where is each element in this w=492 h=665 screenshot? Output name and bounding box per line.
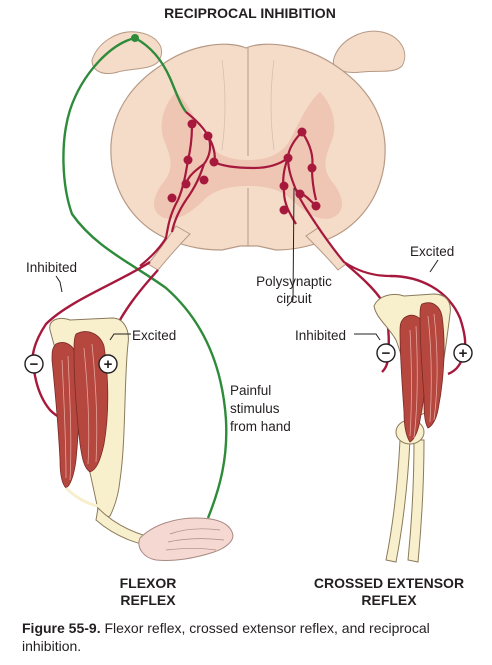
crossed-extensor-title-1: CROSSED EXTENSOR xyxy=(314,575,464,591)
plus-symbol: + xyxy=(104,356,113,373)
interneuron xyxy=(209,157,219,167)
crossed-extensor-title-2: REFLEX xyxy=(361,592,417,608)
interneuron xyxy=(279,205,289,215)
interneurons-left xyxy=(167,119,219,203)
right-arm xyxy=(373,293,451,563)
flexor-reflex-title-2: REFLEX xyxy=(120,592,176,608)
sensory-nerve xyxy=(62,34,228,519)
flexor-reflex-title-1: FLEXOR xyxy=(120,575,177,591)
right-muscle-excited xyxy=(419,302,445,429)
interneuron xyxy=(181,179,191,189)
figure-label: Figure 55-9. xyxy=(22,620,101,636)
interneuron xyxy=(307,163,317,173)
interneurons-right xyxy=(279,127,321,215)
label-stimulus-2: stimulus xyxy=(230,401,280,416)
label-circuit: circuit xyxy=(276,291,312,306)
label-inhibited-left: Inhibited xyxy=(26,260,77,275)
interneuron xyxy=(283,153,293,163)
minus-symbol: − xyxy=(30,356,39,373)
interneuron xyxy=(295,189,305,199)
interneuron xyxy=(203,131,213,141)
minus-sign-right: − xyxy=(376,343,396,363)
interneuron xyxy=(279,181,289,191)
plus-sign-left: + xyxy=(98,354,118,374)
minus-symbol: − xyxy=(382,345,391,362)
caption-text: Flexor reflex, crossed extensor reflex, … xyxy=(22,620,430,654)
plus-symbol: + xyxy=(459,345,468,362)
label-polysynaptic: Polysynaptic xyxy=(256,274,332,289)
label-stimulus-1: Painful xyxy=(230,383,271,398)
spinal-cord xyxy=(91,30,406,271)
label-excited-right: Excited xyxy=(410,244,454,259)
label-excited-left: Excited xyxy=(132,328,176,343)
diagram-title: RECIPROCAL INHIBITION xyxy=(164,5,336,21)
interneuron xyxy=(311,201,321,211)
plus-sign-right: + xyxy=(453,343,473,363)
dorsal-root-ganglion-left xyxy=(91,31,163,74)
figure-caption: Figure 55-9. Flexor reflex, crossed exte… xyxy=(22,619,484,655)
interneuron xyxy=(199,175,209,185)
interneuron xyxy=(167,193,177,203)
minus-sign-left: − xyxy=(24,354,44,374)
dorsal-root-ganglion-right xyxy=(332,30,406,73)
left-arm xyxy=(49,317,234,561)
label-inhibited-right: Inhibited xyxy=(295,328,346,343)
reflex-diagram: RECIPROCAL INHIBITION xyxy=(24,5,473,608)
label-stimulus-3: from hand xyxy=(230,419,291,434)
interneuron xyxy=(183,155,193,165)
interneuron xyxy=(187,119,197,129)
leader-lines xyxy=(55,187,439,341)
interneuron xyxy=(297,127,307,137)
